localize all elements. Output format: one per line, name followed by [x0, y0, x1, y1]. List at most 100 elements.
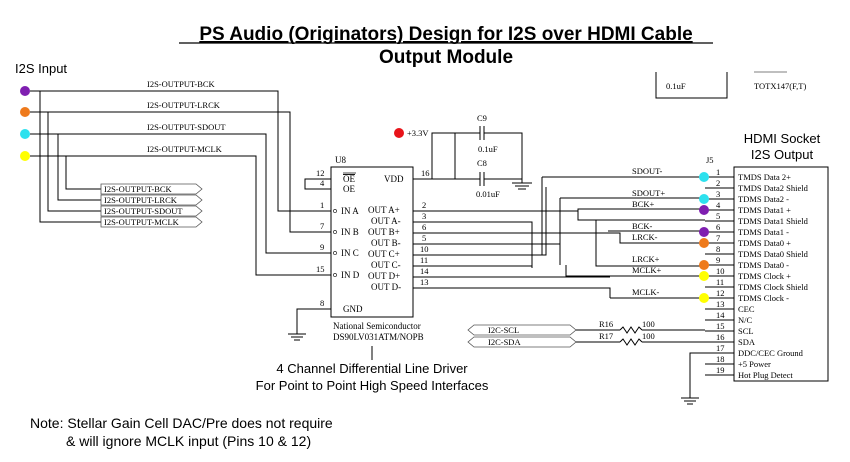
- svg-text:4: 4: [320, 178, 325, 188]
- j5-pin-name: N/C: [738, 315, 753, 325]
- j5-pin-color-dot: [699, 172, 709, 182]
- svg-text:LRCK-: LRCK-: [632, 232, 658, 242]
- svg-text:OUT C+: OUT C+: [368, 249, 400, 259]
- j5-pin-name: TDMS Data2 -: [738, 194, 789, 204]
- svg-text:OE: OE: [343, 184, 355, 194]
- j5-pin-name: TDMS Data0 Shield: [738, 249, 809, 259]
- svg-text:OUT B+: OUT B+: [368, 227, 400, 237]
- svg-text:MCLK-: MCLK-: [632, 287, 660, 297]
- j5-pin-name: SCL: [738, 326, 754, 336]
- wire-label-mclk: I2S-OUTPUT-MCLK: [147, 144, 223, 154]
- c9-ref: C9: [477, 113, 487, 123]
- j5-pin-name: SDA: [738, 337, 756, 347]
- wire-label-sdout: I2S-OUTPUT-SDOUT: [147, 122, 226, 132]
- diff-wires: [413, 176, 705, 299]
- r16-value: 100: [642, 319, 655, 329]
- svg-text:12: 12: [316, 168, 325, 178]
- j5-pin-name: TDMS Data1 -: [738, 227, 789, 237]
- svg-text:5: 5: [422, 233, 426, 243]
- svg-text:1: 1: [320, 200, 324, 210]
- j5-pin-number: 10: [716, 266, 725, 276]
- wire-label-bck: I2S-OUTPUT-BCK: [147, 79, 216, 89]
- svg-text:OUT C-: OUT C-: [371, 260, 401, 270]
- u8-right-pins: 16 VDD 2 OUT A+ 3 OUT A- 6 OUT B+ 5 OUT …: [368, 168, 430, 292]
- power-dot: [394, 128, 404, 138]
- j5-heading2: I2S Output: [751, 147, 814, 162]
- u8-left-pin-lines: [312, 178, 331, 310]
- c8-ref: C8: [477, 158, 487, 168]
- port-i2c-scl: I2C-SCL: [488, 325, 519, 335]
- j5-pin-color-dot: [699, 194, 709, 204]
- j5-pin-name: TDMS Data0 +: [738, 238, 791, 248]
- j5-pin-name: TDMS Data1 +: [738, 205, 791, 215]
- i2s-input-label: I2S Input: [15, 61, 67, 76]
- j5-pin-name: TDMS Clock -: [738, 293, 789, 303]
- svg-text:3: 3: [422, 211, 426, 221]
- svg-text:6: 6: [422, 222, 426, 232]
- svg-text:BCK-: BCK-: [632, 221, 652, 231]
- j5-pin-number: 3: [716, 189, 720, 199]
- u8-bubble: [333, 230, 337, 234]
- j5-pin-color-dot: [699, 238, 709, 248]
- r16-ref: R16: [599, 319, 613, 329]
- c8-value: 0.01uF: [476, 189, 500, 199]
- svg-text:13: 13: [420, 277, 429, 287]
- svg-text:16: 16: [421, 168, 430, 178]
- i2s-sdout-dot: [20, 129, 30, 139]
- u8-bubble: [333, 209, 337, 213]
- j5-pin-number: 7: [716, 233, 720, 243]
- u8-left-pins: 12 4 1 7 9 15 8 OE OE IN A IN B IN C IN …: [316, 168, 363, 314]
- j5-pin-number: 13: [716, 299, 725, 309]
- svg-text:OUT A+: OUT A+: [368, 205, 400, 215]
- wire-label-lrck: I2S-OUTPUT-LRCK: [147, 100, 221, 110]
- j5-ref: J5: [706, 155, 714, 165]
- j5-pin-name: TDMS Data1 Shield: [738, 216, 809, 226]
- svg-text:OUT A-: OUT A-: [371, 216, 401, 226]
- i2c-ports: I2C-SCL I2C-SDA: [467, 324, 577, 348]
- j5-pin-number: 18: [716, 354, 725, 364]
- power-wires: [431, 126, 532, 190]
- j5-pin-number: 9: [716, 255, 720, 265]
- u8-ref: U8: [335, 155, 346, 165]
- svg-text:LRCK+: LRCK+: [632, 254, 660, 264]
- u8-body: [330, 166, 414, 318]
- j5-pin-name: TMDS Data2 Shield: [738, 183, 809, 193]
- totx-cap-value: 0.1uF: [666, 81, 686, 91]
- svg-text:11: 11: [420, 255, 428, 265]
- svg-text:VDD: VDD: [384, 174, 404, 184]
- j5-body: [733, 166, 829, 382]
- j5-pin-number: 6: [716, 222, 720, 232]
- totx-part: TOTX147(F,T): [754, 81, 806, 91]
- j5-pin-number: 14: [716, 310, 725, 320]
- j5-pin-color-dot: [699, 227, 709, 237]
- oe-ground-wire: [304, 178, 312, 190]
- j5-pin-color-dot: [699, 260, 709, 270]
- diagram-title: PS Audio (Originators) Design for I2S ov…: [199, 24, 692, 45]
- svg-text:IN A: IN A: [341, 206, 359, 216]
- j5-pin-number: 5: [716, 211, 720, 221]
- j5-pin-number: 8: [716, 244, 720, 254]
- svg-text:14: 14: [420, 266, 429, 276]
- j5-pin-name: Hot Plug Detect: [738, 370, 793, 380]
- port-bck: I2S-OUTPUT-BCK: [104, 184, 173, 194]
- power-label: +3.3V: [407, 128, 429, 138]
- svg-text:BCK+: BCK+: [632, 199, 654, 209]
- svg-text:OUT B-: OUT B-: [371, 238, 401, 248]
- svg-text:OUT D+: OUT D+: [368, 271, 400, 281]
- u8-caption-line1: 4 Channel Differential Line Driver: [276, 361, 468, 376]
- j5-heading1: HDMI Socket: [744, 131, 821, 146]
- svg-text:IN B: IN B: [341, 227, 359, 237]
- j5-pin-name: DDC/CEC Ground: [738, 348, 804, 358]
- totx-fragment: 0.1uF TOTX147(F,T): [655, 71, 806, 99]
- j5-pin-number: 12: [716, 288, 725, 298]
- j5-pin-color-dot: [699, 271, 709, 281]
- j5-pin-name: CEC: [738, 304, 755, 314]
- input-wires: [30, 90, 312, 276]
- svg-text:10: 10: [420, 244, 429, 254]
- svg-text:MCLK+: MCLK+: [632, 265, 662, 275]
- c9-value: 0.1uF: [478, 144, 498, 154]
- j5-pin-color-dot: [699, 293, 709, 303]
- j5-pin-number: 15: [716, 321, 725, 331]
- j5-pin-number: 4: [716, 200, 721, 210]
